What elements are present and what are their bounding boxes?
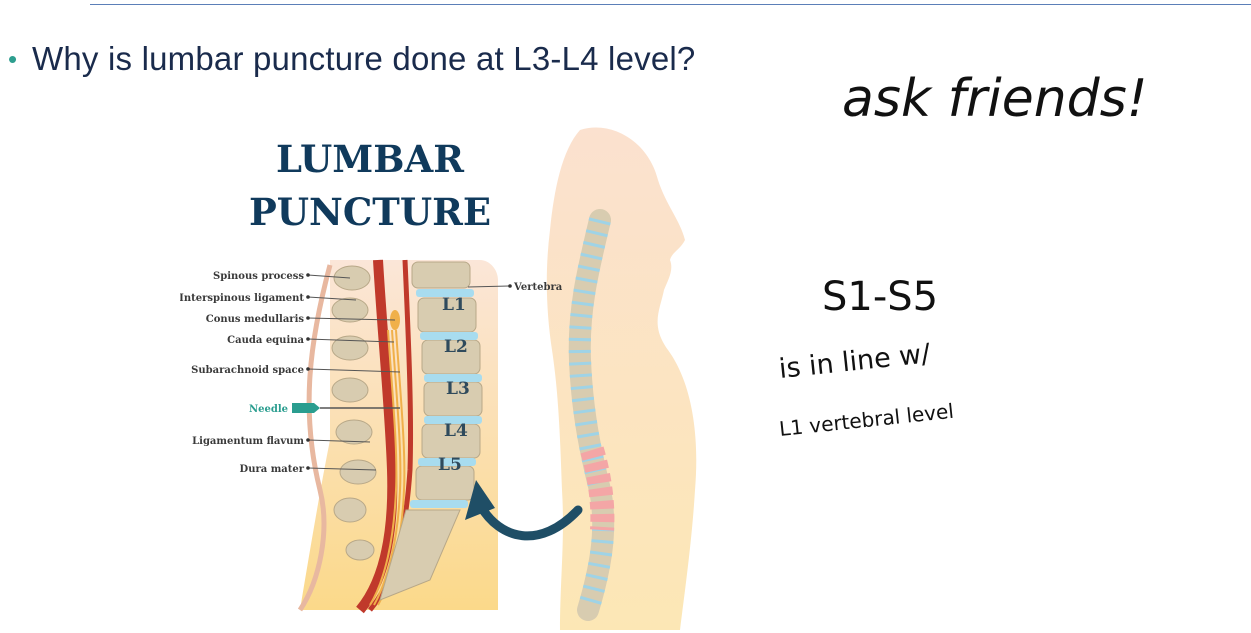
label-vertebra: Vertebra xyxy=(513,282,563,293)
intervertebral-discs xyxy=(410,289,482,508)
note-l1-vertebral-level: L1 vertebral level xyxy=(778,399,955,441)
curved-arrow xyxy=(475,500,583,541)
label-conus-medullaris: Conus medullaris xyxy=(206,314,305,325)
silhouette-spine xyxy=(568,209,615,621)
body-silhouette xyxy=(546,127,697,630)
bullet-marker: • xyxy=(8,43,18,74)
spinous-processes xyxy=(331,265,377,561)
figure-title-line1: LUMBAR xyxy=(276,137,464,181)
label-needle: Needle xyxy=(249,404,288,415)
figure-title-line2: PUNCTURE xyxy=(249,190,491,234)
label-leaders xyxy=(307,274,511,471)
label-subarachnoid-space: Subarachnoid space xyxy=(191,365,304,376)
label-ligamentum-flavum: Ligamentum flavum xyxy=(192,436,304,447)
slide-question: Why is lumbar puncture done at L3-L4 lev… xyxy=(32,40,696,77)
level-l1: L1 xyxy=(442,295,466,315)
arrow-head xyxy=(465,480,495,520)
level-l5: L5 xyxy=(438,455,462,475)
label-dura-mater: Dura mater xyxy=(240,464,305,475)
bullet-item: • Why is lumbar puncture done at L3-L4 l… xyxy=(8,40,695,78)
skin-curve xyxy=(297,264,333,612)
spinal-cord xyxy=(356,259,398,614)
label-cauda-equina: Cauda equina xyxy=(227,335,304,346)
note-ask-friends: ask friends! xyxy=(842,69,1148,129)
note-in-line: is in line w/ xyxy=(777,338,932,385)
level-l4: L4 xyxy=(444,421,468,441)
label-spinous-process: Spinous process xyxy=(213,271,304,282)
handwritten-notes: ask friends! S1-S5 is in line w/ L1 vert… xyxy=(777,69,1148,441)
lumbar-puncture-illustration: LUMBAR PUNCTURE xyxy=(180,127,697,630)
label-dots xyxy=(306,273,512,470)
note-s1-s5: S1-S5 xyxy=(822,274,938,320)
level-l3: L3 xyxy=(446,379,470,399)
needle xyxy=(292,403,400,413)
level-l2: L2 xyxy=(444,337,468,357)
label-interspinous-ligament: Interspinous ligament xyxy=(180,293,304,304)
vertebral-bodies xyxy=(379,261,483,601)
top-rule xyxy=(90,4,1251,5)
